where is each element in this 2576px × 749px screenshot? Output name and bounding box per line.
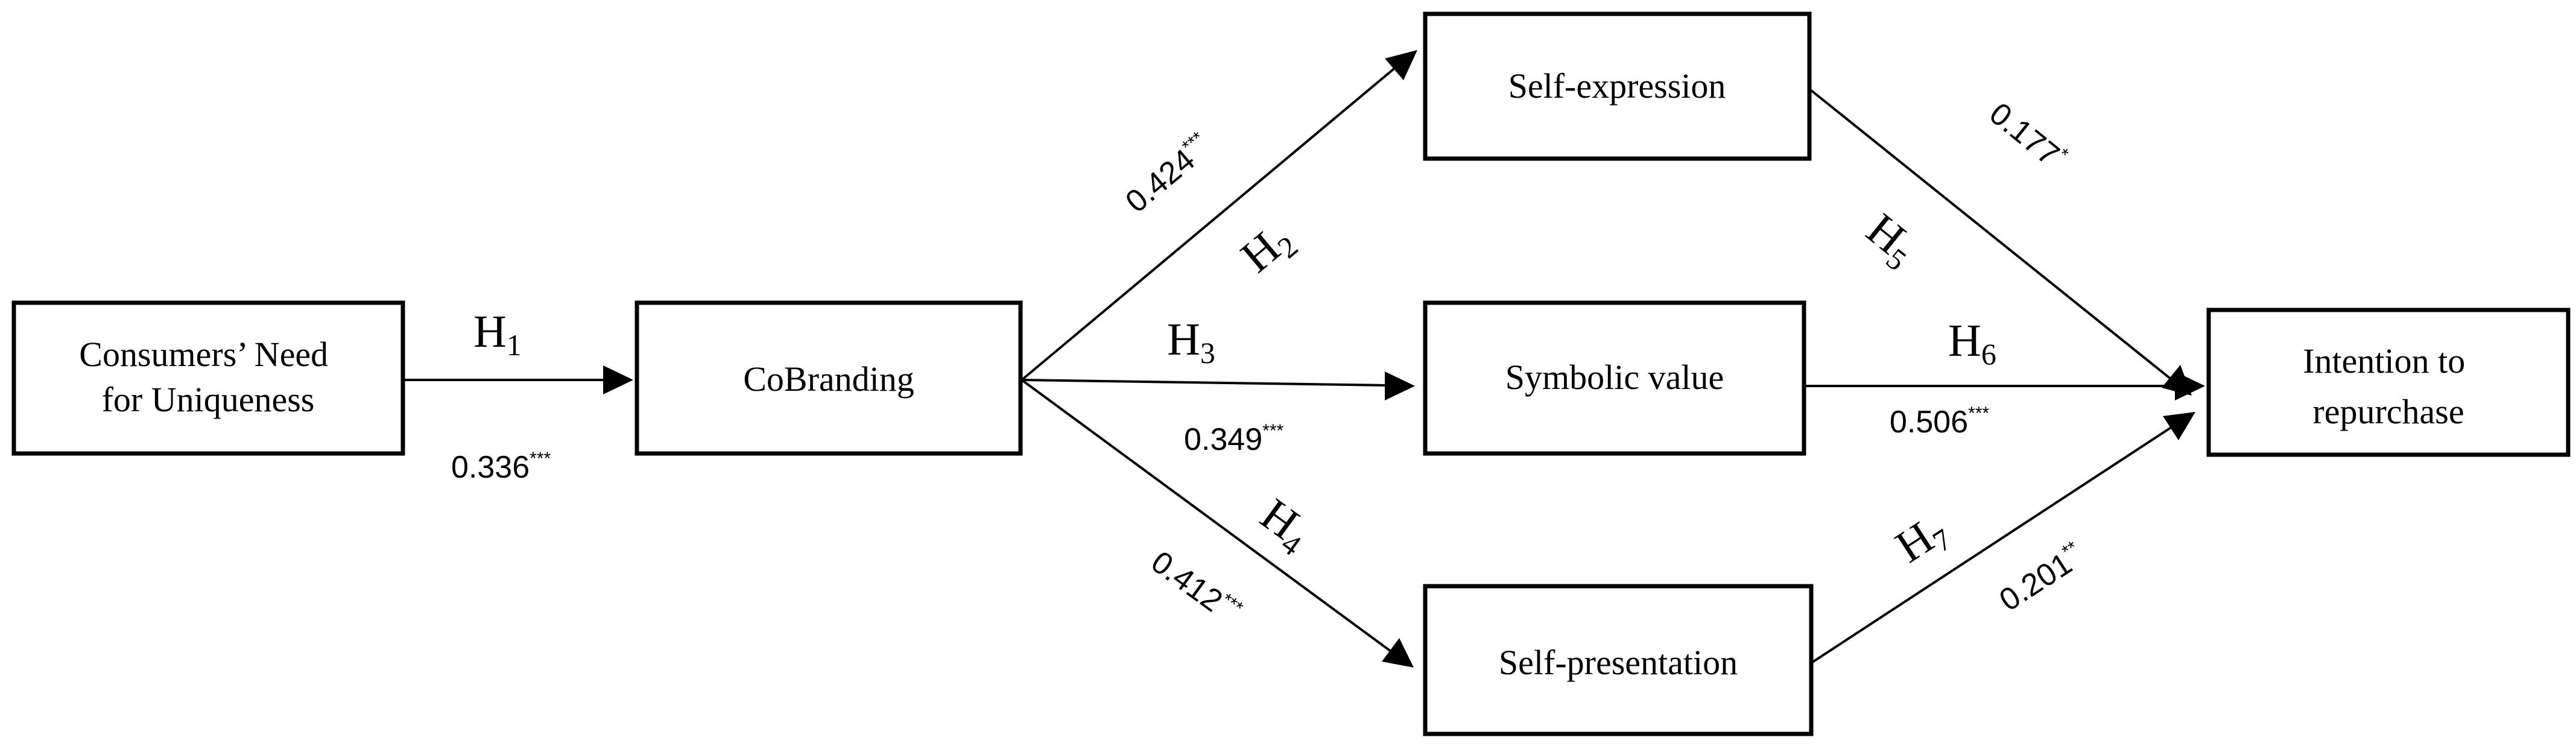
- coefficient-h4: 0.412***: [1145, 543, 1247, 631]
- node-label: Consumers’ Need for Uniqueness: [79, 335, 337, 419]
- node-label: Intention to repurchase: [2303, 341, 2474, 431]
- edge-h5: [1810, 89, 2173, 381]
- node-symbolic-value: Symbolic value: [1423, 300, 1806, 456]
- edge-h3: [1021, 379, 1388, 387]
- hypothesis-label-h2: H2: [1232, 212, 1304, 286]
- node-label: Self-presentation: [1499, 643, 1738, 682]
- edges: [403, 50, 2205, 668]
- hypothesis-label-h4: H4: [1248, 489, 1320, 562]
- coefficient-h2: 0.424***: [1118, 128, 1218, 220]
- arrowhead-h6: [2175, 371, 2205, 400]
- hypothesis-label-h1: H1: [473, 306, 522, 362]
- node-consumers-need-for-uniqueness: Consumers’ Need for Uniqueness: [11, 300, 405, 456]
- edge-h7: [1811, 425, 2175, 663]
- coefficient-h3: 0.349***: [1184, 421, 1283, 457]
- node-label: CoBranding: [743, 359, 914, 399]
- coefficient-h6: 0.506***: [1890, 403, 1989, 440]
- arrowhead-h3: [1385, 371, 1415, 400]
- arrowhead-h2: [1385, 50, 1417, 80]
- node-label: Symbolic value: [1505, 358, 1724, 397]
- arrowhead-h7: [2163, 412, 2195, 440]
- node-self-expression: Self-expression: [1423, 11, 1812, 161]
- arrowhead-h4: [1382, 638, 1414, 668]
- hypothesis-label-h5: H5: [1854, 204, 1926, 277]
- node-label: Self-expression: [1508, 66, 1726, 106]
- node-cobranding: CoBranding: [635, 300, 1023, 456]
- coefficient-h7: 0.201**: [1993, 537, 2090, 618]
- hypothesis-label-h6: H6: [1948, 315, 1996, 371]
- hypothesis-label-h7: H7: [1887, 504, 1958, 577]
- coefficient-h1: 0.336***: [451, 449, 551, 485]
- edge-h4: [1021, 379, 1392, 653]
- node-self-presentation: Self-presentation: [1423, 584, 1814, 736]
- edge-h2: [1021, 65, 1398, 381]
- node-intention-to-repurchase: Intention to repurchase: [2206, 308, 2571, 457]
- hypothesis-label-h3: H3: [1167, 314, 1215, 370]
- arrowhead-h1: [603, 365, 633, 394]
- coefficient-h5: 0.177*: [1983, 95, 2072, 177]
